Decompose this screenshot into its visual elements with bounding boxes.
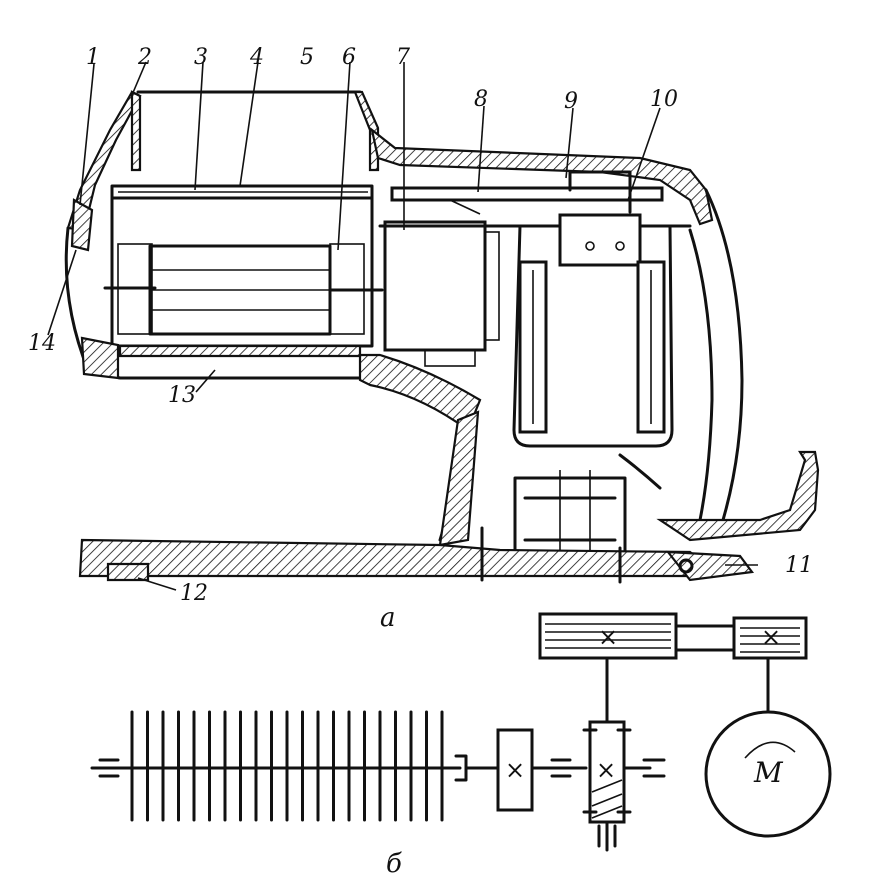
label-1: 1 xyxy=(86,45,100,70)
drum-bottom-shell xyxy=(118,344,362,358)
gearbox xyxy=(383,220,487,352)
label-6: 6 xyxy=(342,45,356,70)
label-3: 3 xyxy=(194,45,208,70)
base-plate xyxy=(78,538,702,578)
foot-12 xyxy=(106,562,150,582)
right-wall xyxy=(704,188,744,532)
hopper xyxy=(136,90,374,170)
right-wall-inner xyxy=(688,228,714,522)
comb-teeth xyxy=(130,710,444,822)
gear-box-1-mark: × xyxy=(505,756,525,784)
front-cap xyxy=(70,198,94,252)
top-cover xyxy=(370,127,714,226)
hopper-wall xyxy=(353,90,380,172)
cable xyxy=(618,453,662,490)
label-12: 12 xyxy=(180,581,208,606)
label-14: 14 xyxy=(28,331,56,356)
pulley-large-mark: × xyxy=(598,623,618,651)
caption-a: а xyxy=(380,603,396,633)
motor-label: M xyxy=(753,756,784,789)
label-5: 5 xyxy=(300,45,314,70)
worm-gear-mark: × xyxy=(596,756,616,784)
label-13: 13 xyxy=(168,383,196,408)
right-coils xyxy=(328,243,384,335)
label-2: 2 xyxy=(137,45,152,70)
pulley-small-mark: × xyxy=(761,623,781,651)
label-4: 4 xyxy=(249,45,264,70)
belt xyxy=(674,624,736,652)
left-coils xyxy=(103,243,157,335)
caption-b: б xyxy=(386,849,402,879)
label-8: 8 xyxy=(474,87,488,112)
lower-left-block xyxy=(80,336,120,380)
label-9: 9 xyxy=(564,89,578,114)
label-11: 11 xyxy=(785,553,813,578)
leader-lines xyxy=(47,61,758,591)
neck xyxy=(438,410,480,547)
plate-8 xyxy=(390,186,664,202)
gear-box-1 xyxy=(496,728,534,812)
motor-terminal xyxy=(558,213,642,267)
kinematic-scheme: × × × × xyxy=(90,612,832,879)
housing-top xyxy=(130,90,142,172)
label-10: 10 xyxy=(650,87,678,112)
cord-outlet xyxy=(656,450,820,542)
motor-housing xyxy=(512,224,674,448)
label-7: 7 xyxy=(396,45,410,70)
section-view: 1 2 3 4 5 6 7 8 9 10 11 12 13 14 а xyxy=(28,45,820,633)
motor xyxy=(704,710,832,838)
